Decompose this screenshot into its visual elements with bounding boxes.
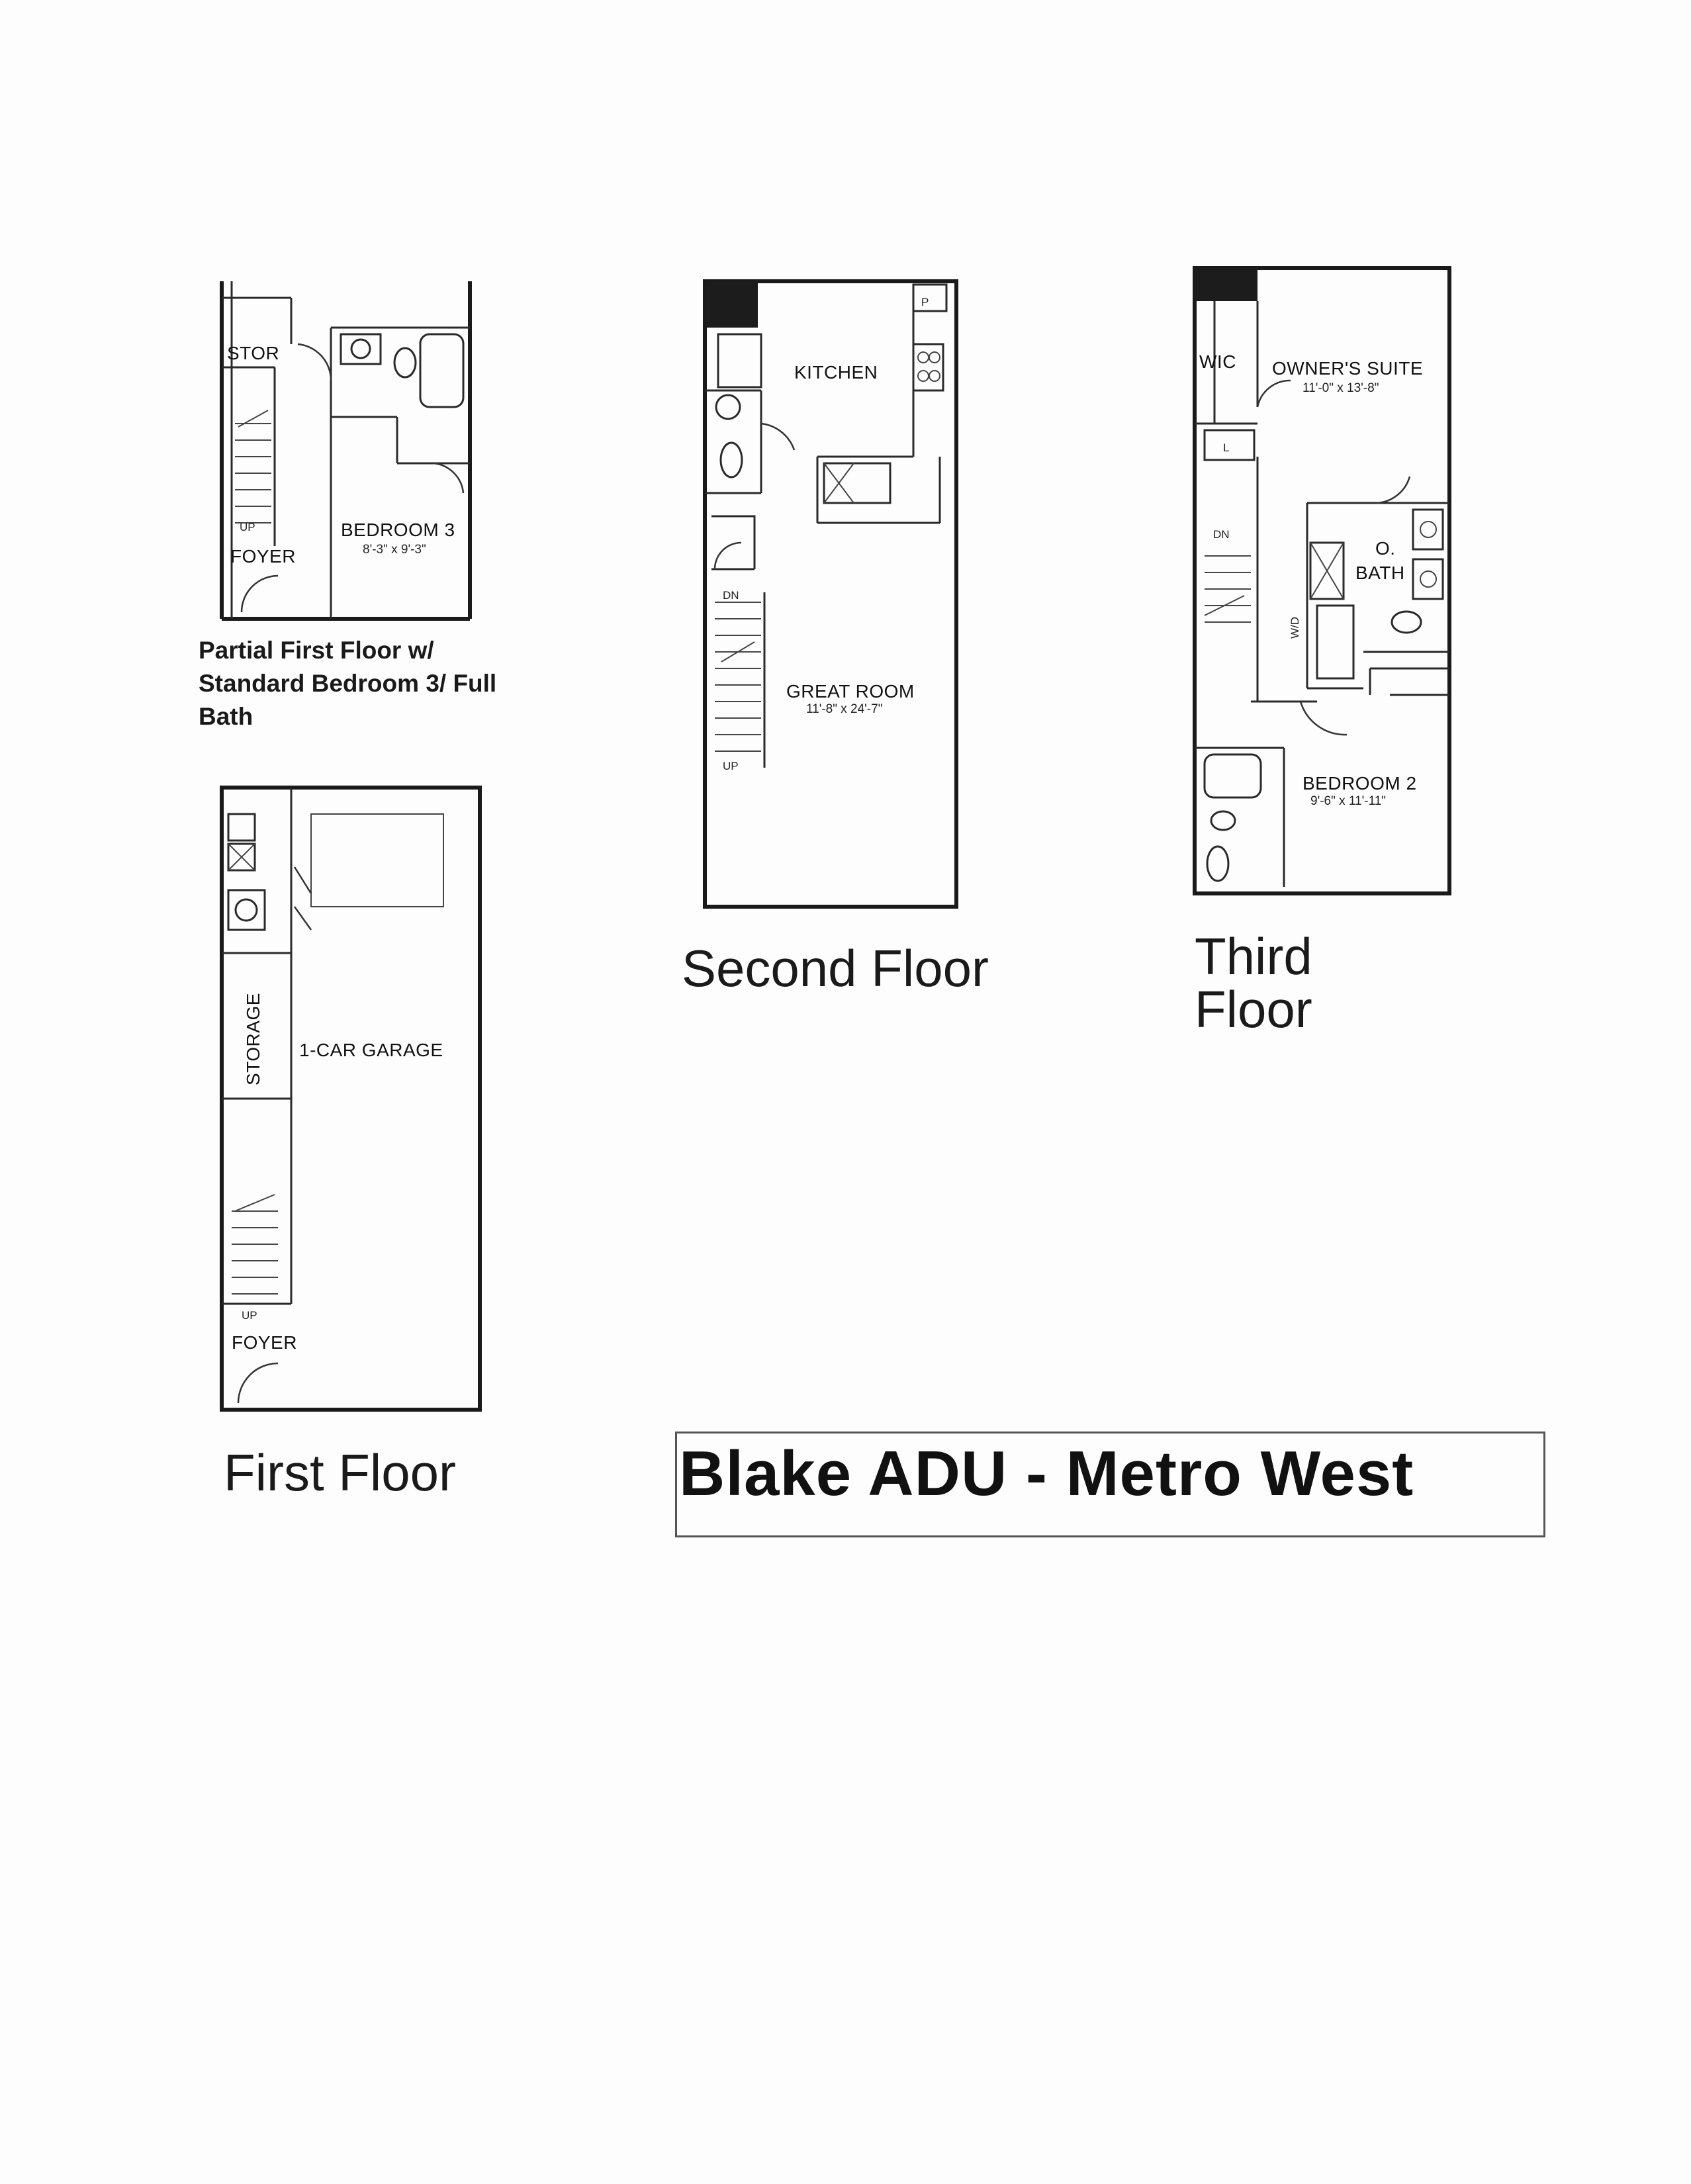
kitchen-label: KITCHEN	[794, 362, 878, 383]
third-floor-caption: Third Floor	[1195, 927, 1312, 1038]
bedroom3-dimensions: 8'-3" x 9'-3"	[363, 543, 426, 557]
second-dn-label: DN	[723, 589, 739, 602]
partial-first-floor-caption: Partial First Floor w/ Standard Bedroom …	[199, 637, 497, 730]
great-room-dimensions: 11'-8" x 24'-7"	[806, 702, 882, 716]
second-up-label: UP	[723, 760, 739, 772]
partial-foyer-label: FOYER	[230, 546, 296, 567]
title-box	[675, 1432, 1545, 1537]
bedroom2-label: BEDROOM 2	[1303, 773, 1417, 794]
first-floor-caption: First Floor	[224, 1443, 456, 1502]
first-foyer-label: FOYER	[232, 1332, 297, 1353]
first-floor-plan: STORAGE 1-CAR GARAGE UP FOYER	[220, 786, 482, 1412]
third-floor-plan: WIC OWNER'S SUITE 11'-0" x 13'-8" L DN O…	[1193, 266, 1451, 895]
partial-first-floor-plan: STOR UP FOYER BEDROOM 3 8'-3" x 9'-3"	[220, 281, 472, 621]
second-floor-plan: P KITCHEN DN GREAT ROOM 11'-8" x 24'-7" …	[703, 279, 958, 909]
wd-label: W/D	[1289, 617, 1301, 639]
third-dn-label: DN	[1213, 528, 1230, 541]
bedroom2-dimensions: 9'-6" x 11'-11"	[1310, 794, 1386, 808]
garage-label: 1-CAR GARAGE	[299, 1040, 443, 1060]
partial-up-label: UP	[240, 521, 255, 533]
first-up-label: UP	[242, 1309, 257, 1322]
linen-label: L	[1223, 441, 1229, 454]
owners-suite-dimensions: 11'-0" x 13'-8"	[1303, 381, 1379, 395]
o-bath-label-2: BATH	[1355, 563, 1405, 583]
great-room-label: GREAT ROOM	[786, 681, 915, 702]
partial-stor-label: STOR	[227, 343, 279, 363]
page-title: Blake ADU - Metro West	[679, 1438, 1414, 1509]
second-floor-caption: Second Floor	[682, 939, 989, 997]
bedroom3-label: BEDROOM 3	[341, 520, 455, 540]
storage-label: STORAGE	[243, 993, 263, 1085]
wic-label: WIC	[1199, 351, 1236, 372]
owners-suite-label: OWNER'S SUITE	[1272, 358, 1423, 379]
pantry-p-label: P	[921, 296, 929, 308]
o-bath-label-1: O.	[1375, 538, 1396, 559]
